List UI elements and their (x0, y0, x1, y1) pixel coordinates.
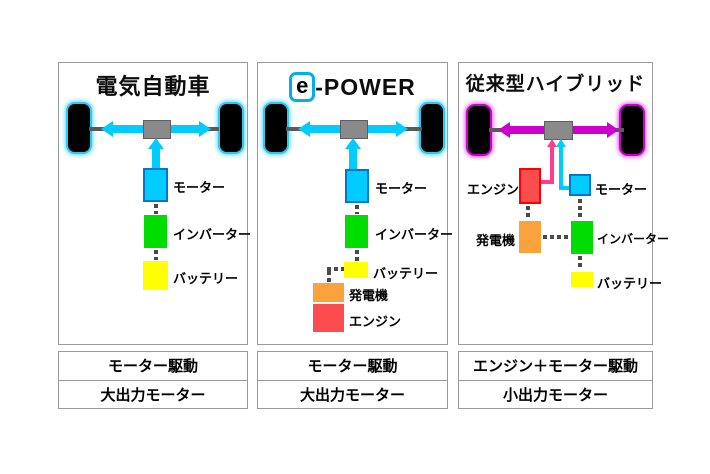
engine-power-line-v (550, 147, 554, 184)
inverter-battery-link (355, 250, 359, 261)
battery-box (344, 262, 368, 278)
engine-power-line-h (541, 180, 554, 184)
inverter-label: インバーター (375, 227, 454, 242)
battery-label: バッテリー (597, 276, 663, 291)
engine-box (519, 168, 541, 204)
right-drive-arrow-body (169, 125, 199, 133)
engine-generator-link (526, 206, 530, 219)
generator-label: 発電機 (349, 288, 389, 303)
inverter-label: インバーター (597, 232, 670, 246)
summary-hybrid-drive: エンジン＋モーター駆動 (459, 352, 652, 381)
engine-label: エンジン (349, 314, 402, 329)
motor-label: モーター (595, 182, 648, 197)
inverter-label: インバーター (173, 227, 252, 242)
inverter-box (345, 215, 368, 248)
panel-ev: 電気自動車 モーター インバーター バッテリー (58, 62, 252, 345)
battery-box (571, 272, 593, 287)
motor-power-line-v (559, 147, 563, 190)
motor-label: モーター (173, 180, 226, 195)
inverter-box (144, 215, 167, 248)
gearbox (143, 120, 171, 139)
motor-power-arrow-icon (556, 139, 566, 147)
engine-box (313, 304, 344, 332)
epower-logo-e-badge: e (289, 72, 316, 102)
left-drive-arrow-icon (498, 122, 510, 138)
generator-inverter-link (543, 235, 569, 239)
wheel-left (66, 102, 92, 154)
summary-ev-motor: 大出力モーター (100, 386, 206, 404)
engine-label: エンジン (467, 182, 520, 197)
motor-to-axle-arrow-body (349, 149, 357, 169)
panel-epower: e -POWER モーター インバーター バッテリー 発電機 エンジン (257, 62, 453, 345)
summary-epower-motor: 大出力モーター (299, 386, 405, 404)
epower-logo-text: -POWER (315, 73, 416, 100)
motor-to-axle-arrow-icon (148, 138, 164, 149)
engine-power-arrow-icon (547, 139, 557, 147)
motor-inverter-link (578, 199, 582, 219)
battery-label: バッテリー (173, 271, 239, 286)
summary-hybrid: エンジン＋モーター駆動 小出力モーター (458, 351, 653, 409)
inverter-battery-link (154, 250, 158, 260)
motor-power-line-h (561, 186, 570, 190)
battery-box (143, 261, 168, 290)
generator-label: 発電機 (476, 233, 516, 248)
generator-box (519, 221, 541, 253)
motor-to-axle-arrow-body (152, 149, 160, 168)
right-drive-arrow-icon (199, 121, 211, 137)
left-drive-arrow-body (310, 125, 340, 133)
motor-label: モーター (375, 181, 428, 196)
battery-label: バッテリー (373, 266, 439, 281)
summary-ev-drive: モーター駆動 (59, 352, 247, 381)
right-drive-arrow-icon (607, 122, 619, 138)
motor-box (345, 169, 369, 203)
motor-box (143, 168, 168, 202)
motor-box (569, 174, 591, 196)
wheel-right (419, 102, 445, 154)
wheel-left (263, 102, 289, 154)
battery-generator-link-v (327, 271, 331, 282)
summary-epower-drive: モーター駆動 (258, 352, 447, 381)
battery-generator-link-h (327, 267, 344, 271)
gearbox (340, 120, 368, 139)
inverter-box (571, 221, 593, 254)
summary-epower: モーター駆動 大出力モーター (257, 351, 448, 409)
summary-ev: モーター駆動 大出力モーター (58, 351, 248, 409)
motor-inverter-link (355, 205, 359, 214)
panel-hybrid-title: 従来型ハイブリッド (465, 74, 646, 95)
gearbox (544, 121, 573, 140)
left-drive-arrow-body (113, 125, 143, 133)
motor-to-axle-arrow-icon (345, 138, 361, 149)
panel-hybrid: 従来型ハイブリッド エンジン モーター 発電機 インバーター バッテリー (458, 62, 669, 345)
motor-inverter-link (154, 204, 158, 214)
right-drive-arrow-body (571, 126, 607, 134)
left-drive-arrow-icon (101, 121, 113, 137)
left-drive-arrow-body (510, 126, 544, 134)
right-drive-arrow-icon (396, 121, 408, 137)
left-drive-arrow-icon (298, 121, 310, 137)
right-drive-arrow-body (366, 125, 396, 133)
generator-box (313, 283, 344, 302)
wheel-right (218, 102, 244, 154)
panel-ev-title: 電気自動車 (95, 74, 211, 99)
summary-hybrid-motor: 小出力モーター (502, 386, 608, 404)
inverter-battery-link (578, 256, 582, 270)
epower-logo: e -POWER (258, 72, 447, 102)
